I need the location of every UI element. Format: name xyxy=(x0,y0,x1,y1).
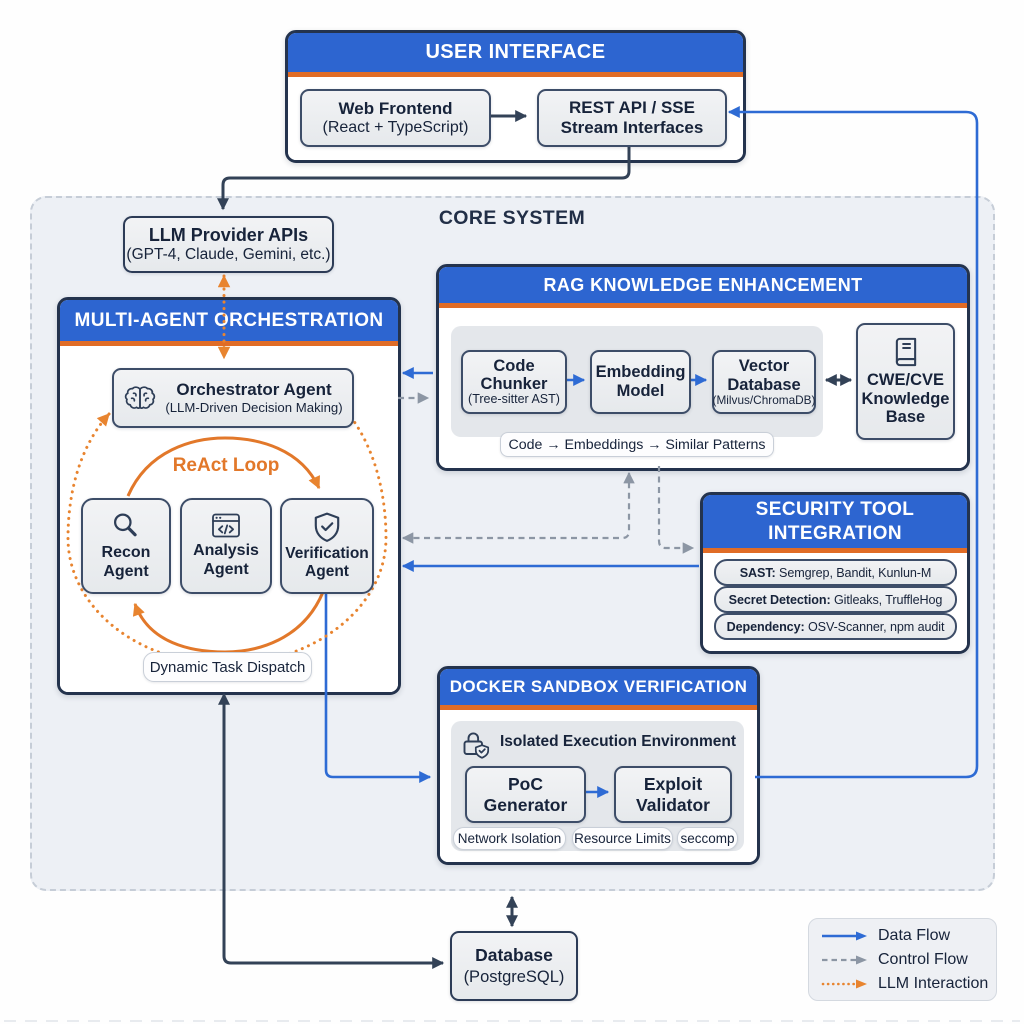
magnifier-icon xyxy=(114,513,137,537)
network-isolation-pill: Network Isolation xyxy=(453,827,566,850)
dynamic-task-dispatch-label: Dynamic Task Dispatch xyxy=(143,652,312,682)
secret-detection-row: Secret Detection: Gitleaks, TruffleHog xyxy=(714,586,957,613)
web-frontend-node: Web Frontend (React + TypeScript) xyxy=(300,89,491,147)
rest-api-node: REST API / SSE Stream Interfaces xyxy=(537,89,727,147)
code-chunker-node: Code Chunker (Tree-sitter AST) xyxy=(461,350,567,414)
sast-row: SAST: Semgrep, Bandit, Kunlun-M xyxy=(714,559,957,586)
resource-limits-pill: Resource Limits xyxy=(572,827,673,850)
legend-control-flow: Control Flow xyxy=(809,950,996,970)
seccomp-pill: seccomp xyxy=(677,827,738,850)
code-window-icon xyxy=(212,513,240,538)
exploit-validator-node: Exploit Validator xyxy=(614,766,732,823)
data-flow-arrow-icon xyxy=(822,931,867,940)
llm-provider-node: LLM Provider APIs (GPT-4, Claude, Gemini… xyxy=(123,216,334,273)
accent-stripe xyxy=(439,303,967,308)
analysis-agent-node: Analysis Agent xyxy=(180,498,272,594)
accent-stripe xyxy=(440,705,757,710)
embedding-model-node: Embedding Model xyxy=(590,350,691,414)
legend-data-flow: Data Flow xyxy=(809,926,996,946)
control-flow-arrow-icon xyxy=(822,955,867,964)
user-interface-title: USER INTERFACE xyxy=(288,33,743,72)
core-system-label: CORE SYSTEM xyxy=(438,207,586,229)
vector-database-node: Vector Database (Milvus/ChromaDB) xyxy=(712,350,816,414)
llm-interaction-arrow-icon xyxy=(821,979,867,988)
react-loop-label: ReAct Loop xyxy=(172,455,280,476)
security-title: SECURITY TOOL INTEGRATION xyxy=(703,495,967,548)
lock-shield-icon xyxy=(463,732,490,759)
isolated-env-label: Isolated Execution Environment xyxy=(500,733,736,750)
database-node: Database (PostgreSQL) xyxy=(450,931,578,1001)
brain-icon xyxy=(125,385,156,409)
rag-title: RAG KNOWLEDGE ENHANCEMENT xyxy=(439,267,967,303)
shield-check-icon xyxy=(314,512,340,542)
poc-generator-node: PoC Generator xyxy=(465,766,586,823)
rag-flow-label: Code → Embeddings → Similar Patterns xyxy=(500,432,774,457)
verification-agent-node: Verification Agent xyxy=(280,498,374,594)
orchestrator-agent-node: Orchestrator Agent (LLM-Driven Decision … xyxy=(112,368,354,428)
legend: Data Flow Control Flow LLM Interaction xyxy=(808,918,997,1001)
dependency-row: Dependency: OSV-Scanner, npm audit xyxy=(714,613,957,640)
cwe-cve-kb-node: CWE/CVE Knowledge Base xyxy=(856,323,955,440)
recon-agent-node: Recon Agent xyxy=(81,498,171,594)
book-icon xyxy=(895,337,916,366)
legend-llm-interaction: LLM Interaction xyxy=(809,974,996,994)
accent-stripe xyxy=(288,72,743,77)
multi-agent-panel: MULTI-AGENT ORCHESTRATION xyxy=(57,297,401,695)
multi-agent-title: MULTI-AGENT ORCHESTRATION xyxy=(60,300,398,341)
sandbox-title: DOCKER SANDBOX VERIFICATION xyxy=(440,669,757,705)
